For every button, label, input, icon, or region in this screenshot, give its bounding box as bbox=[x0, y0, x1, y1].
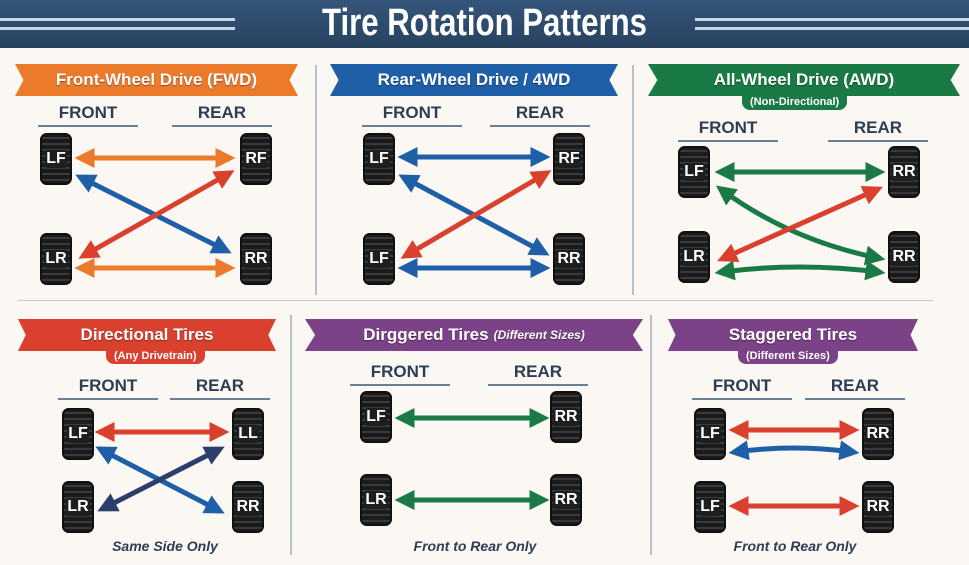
header: Tire Rotation Patterns bbox=[0, 0, 969, 48]
tire: RF bbox=[553, 133, 585, 185]
tire: RR bbox=[553, 233, 585, 285]
tire: LF bbox=[694, 481, 726, 533]
tire: LR bbox=[40, 233, 72, 285]
tire: RR bbox=[888, 231, 920, 283]
front-label: FRONT bbox=[362, 103, 462, 127]
front-label: FRONT bbox=[692, 376, 792, 400]
tire: LF bbox=[62, 408, 94, 460]
tire: LL bbox=[232, 408, 264, 460]
tire: RR bbox=[232, 481, 264, 533]
panel-banner: Dirggered Tires(Different Sizes) bbox=[305, 319, 643, 351]
header-decor-left bbox=[0, 18, 235, 30]
tire: LR bbox=[62, 481, 94, 533]
rear-label: REAR bbox=[170, 376, 270, 400]
front-label: FRONT bbox=[58, 376, 158, 400]
tire: RR bbox=[862, 481, 894, 533]
rear-label: REAR bbox=[805, 376, 905, 400]
panel-subtitle: (Non-Directional) bbox=[742, 94, 848, 110]
tire: RR bbox=[550, 474, 582, 526]
front-label: FRONT bbox=[678, 118, 778, 142]
tire: LR bbox=[360, 474, 392, 526]
front-label: FRONT bbox=[350, 362, 450, 386]
divider bbox=[650, 315, 652, 555]
rear-label: REAR bbox=[488, 362, 588, 386]
tire: RR bbox=[862, 408, 894, 460]
header-decor-right bbox=[695, 18, 969, 30]
panel-footer: Same Side Only bbox=[112, 538, 218, 554]
tire: LF bbox=[694, 408, 726, 460]
panel-banner: Rear-Wheel Drive / 4WD bbox=[330, 64, 618, 96]
divider bbox=[18, 300, 933, 301]
panel-subtitle: (Any Drivetrain) bbox=[106, 348, 205, 364]
panel-footer: Front to Rear Only bbox=[733, 538, 857, 554]
tire: RR bbox=[550, 391, 582, 443]
panel-banner: All-Wheel Drive (AWD) bbox=[648, 64, 960, 96]
tire: LF bbox=[363, 233, 395, 285]
tire: LF bbox=[360, 391, 392, 443]
tire: LF bbox=[363, 133, 395, 185]
rear-label: REAR bbox=[828, 118, 928, 142]
panel-footer: Front to Rear Only bbox=[413, 538, 537, 554]
tire: RR bbox=[888, 146, 920, 198]
panel-subtitle: (Different Sizes) bbox=[738, 348, 838, 364]
panel-banner: Staggered Tires bbox=[668, 319, 918, 351]
tire: LR bbox=[678, 231, 710, 283]
tire: RR bbox=[240, 233, 272, 285]
rear-label: REAR bbox=[490, 103, 590, 127]
panel-banner: Directional Tires bbox=[18, 319, 276, 351]
panel-banner: Front-Wheel Drive (FWD) bbox=[15, 64, 298, 96]
page-title: Tire Rotation Patterns bbox=[322, 2, 647, 44]
tire: LF bbox=[678, 146, 710, 198]
divider bbox=[632, 65, 634, 295]
front-label: FRONT bbox=[38, 103, 138, 127]
tire: LF bbox=[40, 133, 72, 185]
divider bbox=[315, 65, 317, 295]
divider bbox=[290, 315, 292, 555]
rear-label: REAR bbox=[172, 103, 272, 127]
tire: RF bbox=[240, 133, 272, 185]
